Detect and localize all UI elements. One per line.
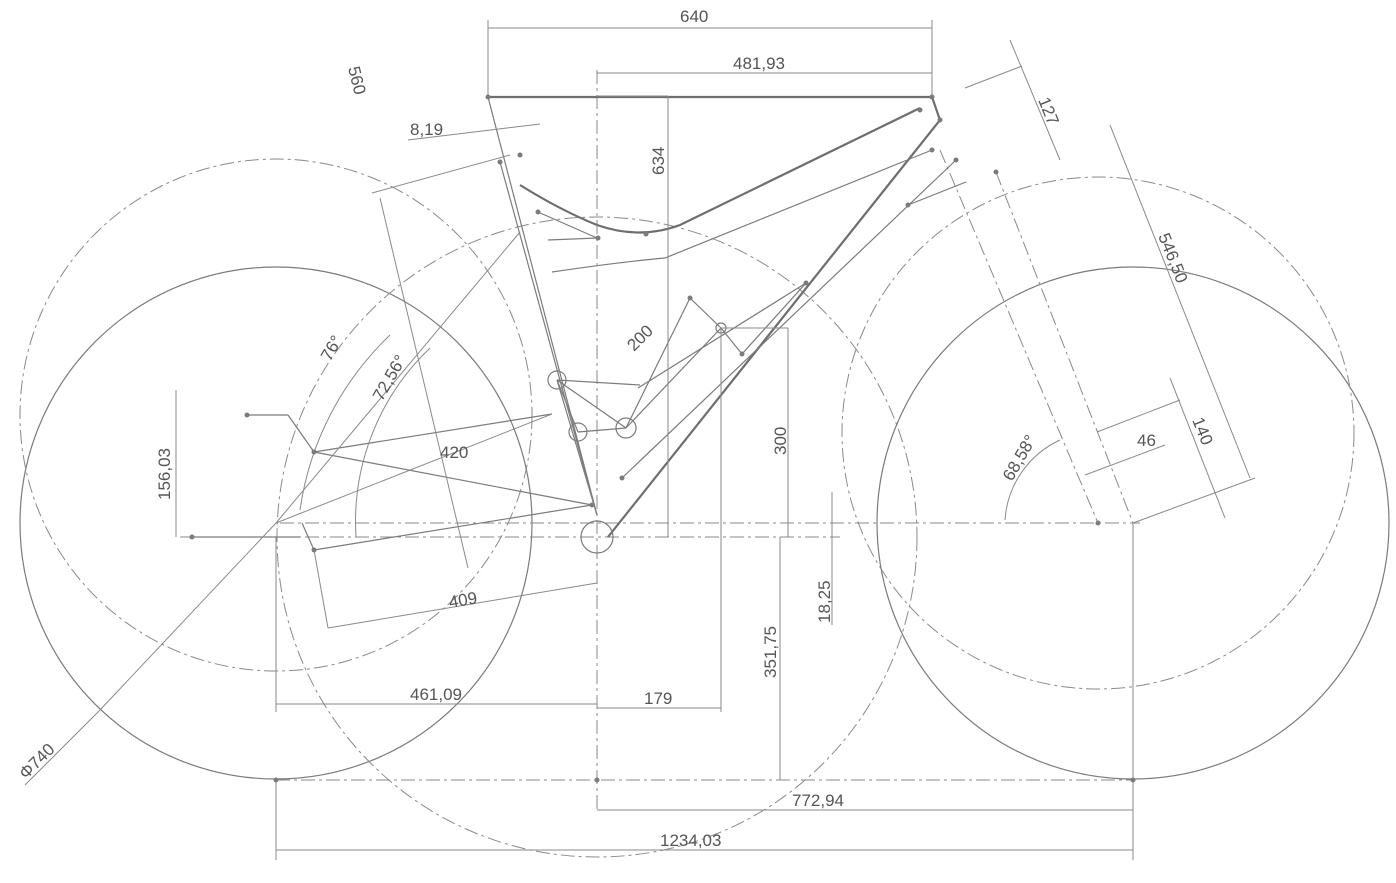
dim-200: 200 [623,321,656,354]
construction-lines [24,39,1256,786]
dim-127: 127 [1034,94,1062,127]
dim-300: 300 [771,427,790,455]
dim-772-94: 772,94 [792,791,844,810]
front-wheel-ghost-circle [841,176,1355,690]
dim-156-03: 156,03 [155,448,174,500]
front-triangle [487,95,967,538]
construction-points [189,94,1136,783]
dim-560: 560 [344,64,369,96]
dim-76-deg: 76° [317,332,346,364]
dim-481-93: 481,93 [733,54,785,73]
dim-640: 640 [680,7,708,26]
dim-1234-03: 1234,03 [660,831,721,850]
dim-8-19: 8,19 [410,120,443,139]
dim-phi-740: Φ740 [15,740,58,783]
dim-46: 46 [1137,431,1156,450]
dim-140: 140 [1188,414,1216,447]
dim-546-50: 546,50 [1154,230,1191,285]
dim-351-75: 351,75 [761,626,780,678]
dim-461-09: 461,09 [410,685,462,704]
rear-wheel [19,158,918,858]
dimension-lines [175,20,1134,860]
dim-179: 179 [644,689,672,708]
dim-18-25: 18,25 [815,580,834,623]
rear-triangle [192,413,593,551]
dim-634: 634 [649,147,668,175]
shock-linkage [547,282,807,554]
dim-420: 420 [440,443,468,462]
dim-409: 409 [447,588,478,612]
